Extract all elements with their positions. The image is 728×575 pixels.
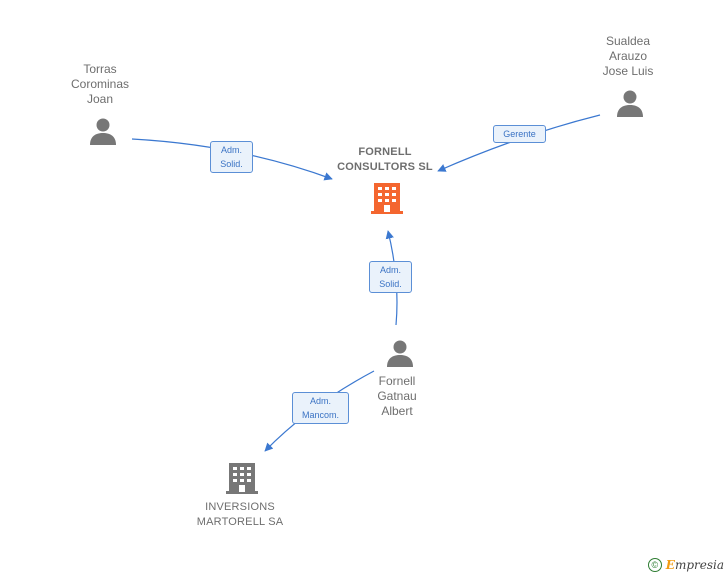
edge-label-line: Adm.: [220, 145, 242, 155]
person-icon[interactable]: [88, 116, 118, 146]
node-label-line: Arauzo: [608, 49, 648, 63]
person-icon[interactable]: [615, 88, 645, 118]
node-label-line: Corominas: [70, 77, 130, 91]
edge-label-line: Solid.: [220, 159, 243, 169]
edge-label-sualdea-gerente: Gerente: [493, 125, 546, 143]
node-label-line: INVERSIONS: [205, 501, 275, 513]
node-label-line: Sualdea: [605, 34, 651, 48]
node-label-fornell-consultors-sl: FORNELL CONSULTORS SL: [320, 145, 450, 175]
node-label-inversions-martorell-sa: INVERSIONS MARTORELL SA: [180, 500, 300, 530]
edge-label-line: Solid.: [379, 279, 402, 289]
edge-label-albert-adm-solid: Adm. Solid.: [369, 261, 412, 293]
person-icon[interactable]: [385, 338, 415, 368]
node-label-line: Joan: [86, 92, 114, 106]
copyright-icon: ©: [647, 558, 662, 572]
edge-label-torras-adm-solid: Adm. Solid.: [210, 141, 253, 173]
empresia-logo: Empresia: [665, 558, 724, 572]
edge-label-line: Adm.: [379, 265, 401, 275]
node-label-line: Albert: [381, 404, 413, 418]
node-label-sualdea-arauzo-jose-luis: Sualdea Arauzo Jose Luis: [583, 34, 673, 79]
empresia-watermark: ©Empresia: [647, 557, 724, 572]
edge-label-albert-adm-mancom: Adm. Mancom.: [292, 392, 349, 424]
node-label-line: Torras: [83, 62, 117, 76]
node-label-line: FORNELL: [358, 146, 412, 158]
node-label-torras-corominas-joan: Torras Corominas Joan: [55, 62, 145, 107]
node-label-line: CONSULTORS SL: [337, 161, 433, 173]
node-label-fornell-gatnau-albert: Fornell Gatnau Albert: [352, 374, 442, 419]
edge-label-line: Adm.: [309, 396, 331, 406]
edge-label-line: Gerente: [503, 129, 536, 139]
node-label-line: Fornell: [378, 374, 416, 388]
node-label-line: Jose Luis: [602, 64, 654, 78]
building-icon[interactable]: [371, 181, 403, 215]
node-label-line: Gatnau: [377, 389, 417, 403]
edge-label-line: Mancom.: [301, 410, 339, 420]
edge-sualdea-to-fornell-consultors: [437, 114, 601, 172]
building-icon[interactable]: [226, 461, 258, 495]
node-label-line: MARTORELL SA: [196, 516, 284, 528]
